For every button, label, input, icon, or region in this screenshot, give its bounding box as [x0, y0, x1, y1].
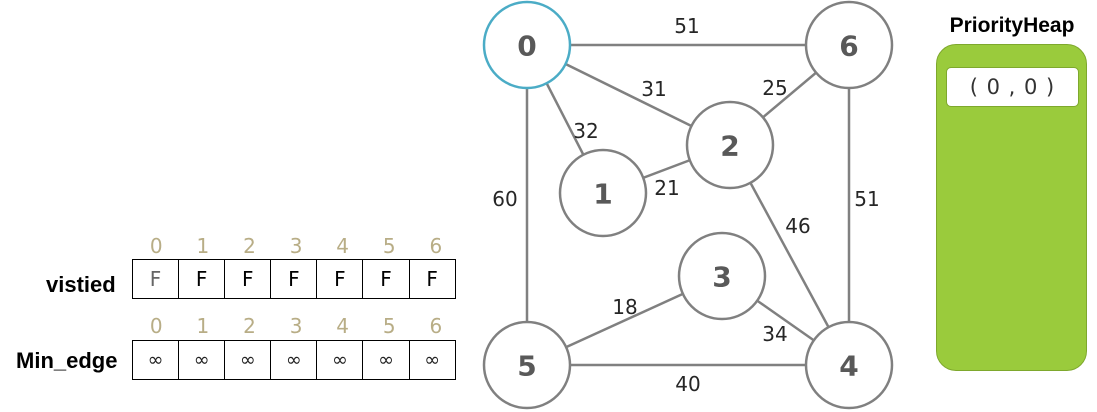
visited-cell: F — [271, 259, 318, 299]
node-circle-3 — [677, 231, 767, 321]
min-edge-cell: ∞ — [225, 340, 272, 380]
visited-index: 4 — [336, 234, 350, 258]
min-edge-cell: ∞ — [271, 340, 318, 380]
edge-weight-0-1: 32 — [573, 119, 598, 143]
visited-cell: F — [179, 259, 226, 299]
min-edge-array: ∞ ∞ ∞ ∞ ∞ ∞ ∞ — [132, 340, 456, 380]
node-circle-4 — [804, 320, 894, 410]
node-circle-5 — [482, 320, 572, 410]
node-label-4: 4 — [839, 350, 858, 383]
node-0: 0 — [482, 0, 572, 90]
node-1: 1 — [558, 148, 648, 238]
node-5: 5 — [482, 320, 572, 410]
edge-weight-0-5: 60 — [492, 187, 517, 211]
edge-weight-0-6: 51 — [674, 14, 699, 38]
min-edge-index: 5 — [382, 314, 396, 338]
min-edge-cell: ∞ — [363, 340, 410, 380]
visited-cell: F — [317, 259, 364, 299]
node-label-1: 1 — [593, 178, 612, 211]
visited-cell: F — [133, 259, 180, 299]
edge-weight-6-2: 25 — [762, 76, 787, 100]
edge-weight-1-2: 21 — [654, 176, 679, 200]
edge-weight-3-4: 34 — [762, 322, 787, 346]
priority-heap-item: ( 0 , 0 ) — [946, 67, 1079, 107]
node-label-3: 3 — [712, 261, 731, 294]
edge-weight-3-5: 18 — [612, 295, 637, 319]
node-4: 4 — [804, 320, 894, 410]
node-circle-6 — [804, 0, 894, 90]
visited-index: 5 — [382, 234, 396, 258]
node-circle-0 — [482, 0, 572, 90]
min-edge-cell: ∞ — [133, 340, 180, 380]
min-edge-cell: ∞ — [409, 340, 456, 380]
visited-label: vistied — [46, 272, 116, 297]
min-edge-cell: ∞ — [317, 340, 364, 380]
node-2: 2 — [685, 100, 775, 190]
priority-heap-title: PriorityHeap — [949, 14, 1075, 37]
node-circle-2 — [685, 100, 775, 190]
min-edge-index: 3 — [289, 314, 303, 338]
visited-cell: F — [225, 259, 272, 299]
node-3: 3 — [677, 231, 767, 321]
visited-cell: F — [363, 259, 410, 299]
node-circle-1 — [558, 148, 648, 238]
visited-index: 0 — [149, 234, 163, 258]
node-6: 6 — [804, 0, 894, 90]
min-edge-index: 0 — [149, 314, 163, 338]
priority-heap: ( 0 , 0 ) — [936, 44, 1087, 371]
node-label-5: 5 — [517, 350, 536, 383]
min-edge-index: 1 — [196, 314, 210, 338]
min-edge-index: 4 — [336, 314, 350, 338]
visited-index: 6 — [429, 234, 443, 258]
min-edge-index: 6 — [429, 314, 443, 338]
visited-cell: F — [409, 259, 456, 299]
visited-index: 3 — [289, 234, 303, 258]
visited-index: 2 — [243, 234, 256, 258]
edge-weight-2-4: 46 — [785, 214, 810, 238]
min-edge-cell: ∞ — [179, 340, 226, 380]
edge-weight-6-4: 51 — [854, 187, 879, 211]
node-label-2: 2 — [720, 130, 739, 163]
min-edge-label: Min_edge — [16, 348, 118, 373]
edge-weight-0-2: 31 — [641, 77, 666, 101]
visited-index: 1 — [196, 234, 210, 258]
node-label-6: 6 — [839, 30, 858, 63]
visited-index-row: 0 1 2 3 4 5 6 — [133, 234, 459, 258]
min-edge-index-row: 0 1 2 3 4 5 6 — [133, 314, 459, 338]
edge-weight-5-4: 40 — [675, 372, 700, 396]
min-edge-index: 2 — [243, 314, 256, 338]
node-label-0: 0 — [517, 30, 536, 63]
visited-array: F F F F F F F — [132, 259, 456, 299]
